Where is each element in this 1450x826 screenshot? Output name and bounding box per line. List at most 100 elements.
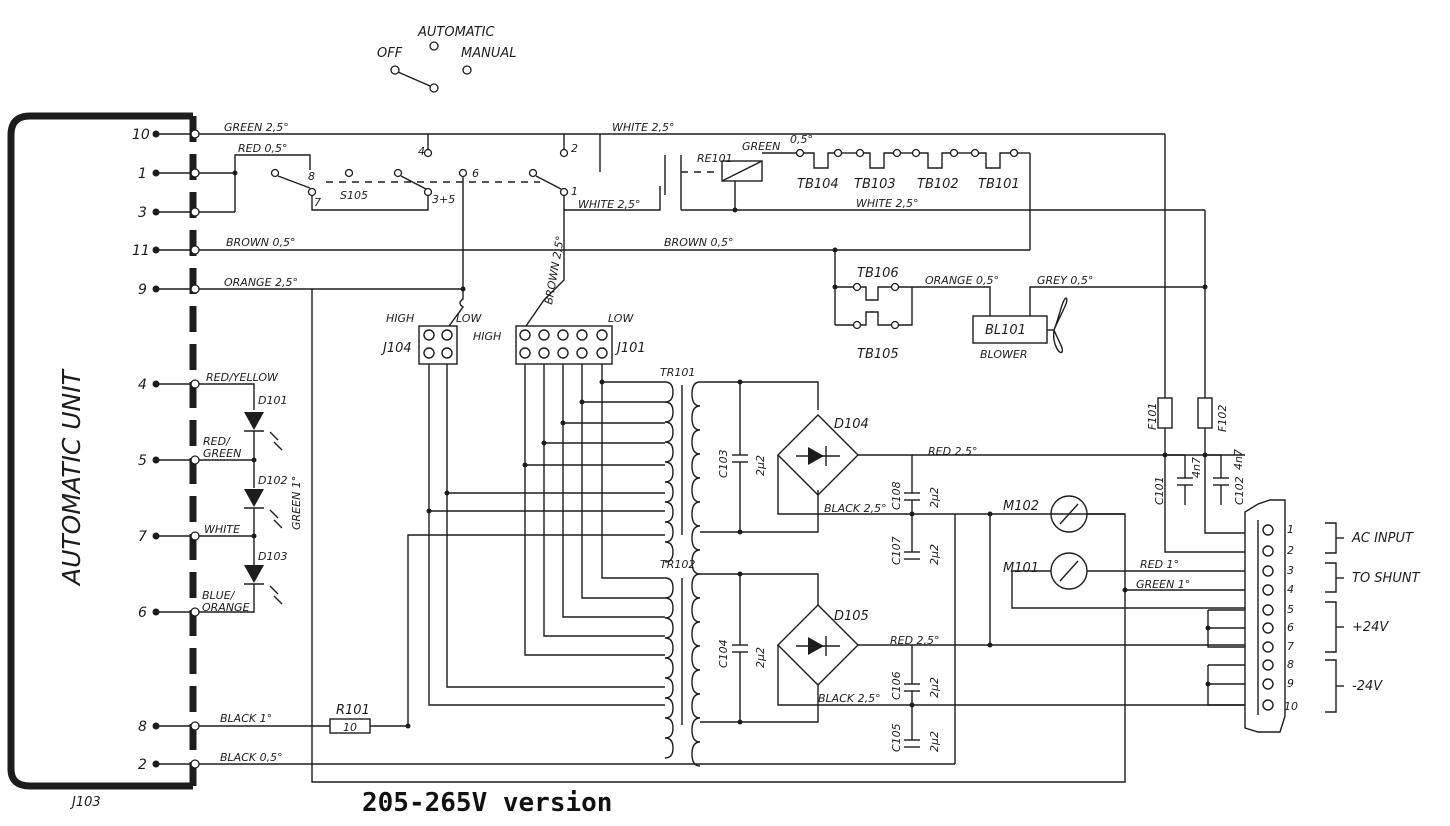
svg-text:HIGH: HIGH [473,330,501,343]
svg-text:TB104: TB104 [797,177,839,192]
svg-text:D104: D104 [834,417,869,432]
svg-text:2: 2 [1287,544,1294,557]
rectifier-d105: D105 [777,604,1245,706]
tap-wiring [407,364,665,726]
svg-text:C103: C103 [717,449,730,478]
svg-text:7: 7 [1287,640,1294,653]
svg-text:M102: M102 [1003,499,1039,514]
svg-text:C102: C102 [1233,476,1246,505]
meters: M102 M101 RED 1° GREEN 1° [311,289,1245,783]
tb102: TB102 [911,148,959,192]
blower-section: TB106 TB105 ORANGE 0,5° GREY 0,5° BL101 … [832,247,1208,362]
svg-text:4n7: 4n7 [1232,449,1245,470]
svg-text:2μ2: 2μ2 [928,487,941,508]
tb104: TB104 [795,148,843,192]
svg-text:J101: J101 [614,341,646,356]
svg-text:WHITE 2,5°: WHITE 2,5° [612,121,675,134]
automatic-unit: AUTOMATIC UNIT J103 [7,112,197,810]
svg-text:0,5°: 0,5° [790,133,813,146]
svg-text:BROWN 0,5°: BROWN 0,5° [664,236,733,249]
svg-text:3: 3 [138,205,147,221]
svg-text:7: 7 [138,529,147,545]
svg-text:4: 4 [1287,583,1294,596]
svg-text:2μ2: 2μ2 [754,647,767,668]
svg-text:D105: D105 [834,609,869,624]
pin-11: 11 BROWN 0,5° [132,153,1031,259]
svg-text:C108: C108 [890,481,903,510]
svg-text:RED 2,5°: RED 2,5° [928,445,978,458]
pin-2: 2 BLACK 0,5° [138,514,956,773]
svg-text:RE101: RE101 [697,152,733,165]
svg-text:10: 10 [343,721,357,734]
svg-text:8: 8 [1287,658,1294,671]
svg-text:10: 10 [1284,700,1298,713]
led-d103: D103 [244,550,287,605]
svg-text:2: 2 [571,142,578,155]
tb103: TB103 [854,148,902,192]
svg-text:RED/YELLOW: RED/YELLOW [206,371,279,384]
svg-text:TB105: TB105 [857,347,899,362]
svg-text:BLUE/: BLUE/ [202,589,236,602]
led-chain: D101 D102 D103 GREEN 1° [244,394,303,605]
j103-label: J103 [69,795,101,810]
svg-text:2μ2: 2μ2 [928,677,941,698]
svg-text:R101: R101 [336,703,370,718]
svg-text:WHITE 2,5°: WHITE 2,5° [578,198,641,211]
svg-text:C106: C106 [890,671,903,700]
svg-text:BLACK 2,5°: BLACK 2,5° [818,692,881,705]
svg-text:2μ2: 2μ2 [928,544,941,565]
svg-text:BLACK 1°: BLACK 1° [220,712,272,725]
svg-text:D103: D103 [258,550,287,563]
svg-text:C105: C105 [890,723,903,752]
svg-text:+24V: +24V [1352,620,1389,635]
svg-text:11: 11 [132,243,150,259]
svg-text:J104: J104 [380,341,412,356]
j101-block: HIGH LOW J101 BROWN 2,5° [473,235,646,365]
svg-text:2μ2: 2μ2 [928,731,941,752]
svg-text:D101: D101 [258,394,287,407]
svg-text:HIGH: HIGH [386,312,414,325]
svg-text:M101: M101 [1003,561,1039,576]
svg-text:3+5: 3+5 [432,193,455,206]
tb101: TB101 [970,148,1020,192]
svg-text:ORANGE: ORANGE [202,601,250,614]
output-terminal: 1 2 3 4 5 6 7 8 9 10 AC INPUT TO SHUNT +… [1205,499,1421,733]
svg-text:8: 8 [308,170,315,183]
svg-text:TR101: TR101 [660,366,695,379]
pin-6: 6 BLUE/ ORANGE [138,584,255,621]
capacitor-c104: C104 2μ2 [717,574,767,722]
svg-text:5: 5 [1287,603,1294,616]
svg-text:WHITE 2,5°: WHITE 2,5° [856,197,919,210]
svg-text:AC INPUT: AC INPUT [1351,531,1414,546]
svg-text:10: 10 [132,127,150,143]
svg-text:LOW: LOW [608,312,634,325]
svg-text:TB103: TB103 [854,177,896,192]
svg-text:9: 9 [138,282,147,298]
svg-text:ORANGE 0,5°: ORANGE 0,5° [925,274,999,287]
svg-text:WHITE: WHITE [204,523,240,536]
svg-text:C101: C101 [1153,476,1166,505]
svg-text:F102: F102 [1216,405,1229,432]
svg-text:RED 1°: RED 1° [1140,558,1179,571]
svg-text:D102: D102 [258,474,287,487]
svg-text:7: 7 [314,196,321,209]
svg-text:BLACK 2,5°: BLACK 2,5° [824,502,887,515]
resistor-r101: R101 10 [329,703,411,734]
led-d101: D101 [244,394,287,488]
svg-text:GREEN 1°: GREEN 1° [1136,578,1190,591]
svg-text:5: 5 [138,453,147,469]
svg-text:6: 6 [1287,621,1294,634]
led-d102: D102 [244,474,287,565]
svg-text:TR102: TR102 [660,558,695,571]
input-filter: F101 F102 C101 4n7 C102 4n7 [1146,397,1246,553]
svg-text:1: 1 [1287,523,1294,536]
svg-text:BLOWER: BLOWER [980,348,1027,361]
switch-automatic-label: AUTOMATIC [417,25,496,40]
svg-text:GREEN: GREEN [742,140,780,153]
svg-text:C104: C104 [717,639,730,668]
thermal-breakers: TB104 TB103 TB102 TB101 BROWN 0,5° [664,134,1206,398]
switch-off-label: OFF [377,46,403,61]
svg-text:RED/: RED/ [203,435,231,448]
selector-s105: S105 8 7 4 3+5 6 2 1 [270,134,661,289]
